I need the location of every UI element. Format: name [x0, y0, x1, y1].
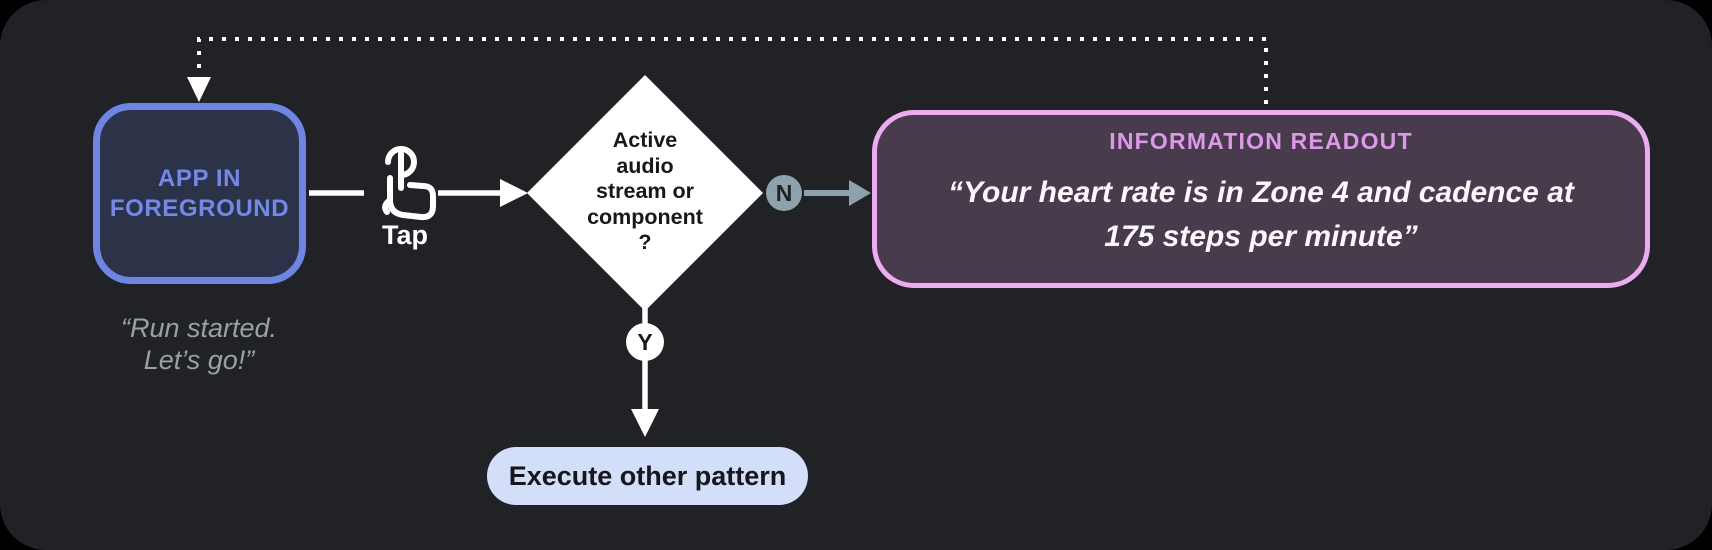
node-information-readout: INFORMATION READOUT “Your heart rate is …	[872, 110, 1650, 288]
yes-branch-letter: Y	[637, 328, 653, 355]
no-branch-letter: N	[775, 179, 793, 206]
yes-branch-arrowhead-icon	[631, 409, 659, 437]
decision-label: Active audio stream or component ?	[587, 128, 703, 254]
tap-label: Tap	[382, 220, 428, 250]
feedback-loop-dotted-connector	[197, 37, 1268, 104]
node-execute-other-pattern: Execute other pattern	[487, 447, 808, 505]
node-app-in-foreground: APP IN FOREGROUND	[93, 103, 306, 284]
no-branch-arrowhead-icon	[849, 180, 871, 206]
run-started-caption: “Run started. Let’s go!”	[120, 313, 278, 375]
decision-diamond-shape	[527, 75, 763, 311]
decision-arrowhead-icon	[500, 179, 528, 207]
yes-branch-badge: Y	[626, 323, 664, 361]
no-branch-badge: N	[766, 175, 802, 211]
information-readout-title: INFORMATION READOUT	[1109, 128, 1413, 154]
feedback-loop-arrowhead-icon	[187, 77, 211, 102]
information-readout-quote: “Your heart rate is in Zone 4 and cadenc…	[948, 176, 1574, 253]
app-in-foreground-label: APP IN FOREGROUND	[109, 164, 290, 222]
tap-gesture-icon	[382, 146, 436, 221]
execute-other-pattern-label: Execute other pattern	[508, 460, 787, 491]
